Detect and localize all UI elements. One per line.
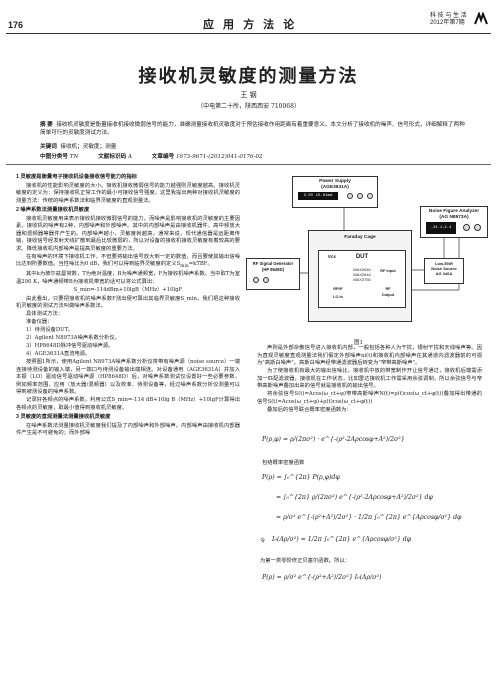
paragraph: 叠加后的信号联合概率密度函数为： xyxy=(267,406,352,413)
header-rule xyxy=(6,33,491,34)
subheading: 准备仪器： xyxy=(26,319,53,326)
paragraph: 记录好各频点的噪声系数，利用公式S_min=-114 dB+10lg B（MHz… xyxy=(16,397,240,411)
journal-section: 应 用 方 法 论 xyxy=(203,19,298,31)
paragraph-bessel: 为第一类零阶修正贝塞尔函数。所以： xyxy=(260,558,351,564)
equation-step-2: = ∫₀^{2π} ρ/(2πσ²) e^{-(ρ²-2Aρcosφ+A²)/2… xyxy=(276,494,433,501)
test-setup-figure: Power Supply (AGE3631A) 3.0V 15.01mA Noi… xyxy=(244,170,492,346)
section-heading-2: 2 噪声系数法测量接收机灵敏度 xyxy=(16,207,90,213)
list-item: 1）待测设备DUT。 xyxy=(26,327,74,334)
left-column: 1 灵敏度是衡量电子接收机设备接收信号能力的指标 接收机的性能影响灵敏度的大小。… xyxy=(16,172,240,438)
knob-icon xyxy=(474,224,481,231)
noise-figure-analyzer: Noise Figure Analyzer (AG N8973A) -24.1-… xyxy=(420,206,488,238)
list-item: 3）HP8648D脉冲信号驱动噪声源。 xyxy=(26,343,114,350)
paragraph-let: 令 xyxy=(260,538,266,544)
paper-affiliation: （中电第二十所，陕西西安 710068） xyxy=(197,103,300,110)
power-supply-display: 3.0V 15.01mA xyxy=(298,192,338,200)
paragraph: 在噪声系数法测量接收机灵敏度我们提及了内部噪声和外部噪声。内部噪声由接收机内部器… xyxy=(16,422,240,437)
knob-icon xyxy=(253,277,259,283)
list-item: 4）AGE3631A直流电源。 xyxy=(26,351,91,358)
paper-title: 接收机灵敏度的测量方法 xyxy=(138,66,359,87)
classification: 中图分类号 TN 文献标识码 A 文章编号 1673-9671-(2012)04… xyxy=(40,154,263,160)
analyzer-display: -24.1-2.4 xyxy=(426,222,456,234)
equation-step-3: = ρ/σ² e^{-(ρ²+A²)/2σ²} · 1/2π ∫₀^{2π} e… xyxy=(276,514,462,521)
equation-sensitivity: S_min=-114dBm+10lgB（MHz）+10lgF xyxy=(73,287,183,294)
knob-icon xyxy=(357,193,363,199)
section-heading-1: 1 灵敏度是衡量电子接收机设备接收信号能力的指标 xyxy=(16,174,137,180)
paper-author: 王 钢 xyxy=(240,91,257,99)
knob-icon xyxy=(367,193,373,199)
right-column: 声则是外部杂散信号进入接收机内部，一般包括各种人为干扰，银射干扰和天线噪声等。因… xyxy=(257,345,482,415)
paragraph-envelope: 包络概率密度函数 xyxy=(262,460,305,466)
page-header: 176 应 用 方 法 论 科 技 与 生 活 2012年第7期 xyxy=(0,0,497,36)
knob-icon xyxy=(463,224,470,231)
journal-logo-icon xyxy=(474,12,488,25)
figure-caption: 图1 xyxy=(354,340,363,346)
abstract: 摘 要 接收机灵敏度是衡量接收机接收微弱信号的能力，准确测量接收机灵敏度对于预估… xyxy=(40,122,465,136)
knob-icon xyxy=(347,193,353,199)
keywords: 关键词 接收机；灵敏度；测量 xyxy=(40,144,117,150)
noise-source: Low-ENR Noise Source AG 346A xyxy=(424,258,464,284)
equation-rician: P(ρ) = ρ/σ² e^{-(ρ²+A²)/2σ²} I₀(Aρ/σ²) xyxy=(262,574,382,581)
abstract-rule xyxy=(6,164,491,165)
paragraph: 在有噪声的环境下接收机工作，不但要将输出信号放大到一定的数值，而且要使其输出信噪… xyxy=(16,253,240,270)
equation-envelope-pdf: P(ρ) = ∫₀^{2π} P(ρ,φ)dφ xyxy=(262,474,340,481)
equation-joint-pdf: P(ρ,φ) = ρ/(2πσ²) · e^{-(ρ²-2Aρcosφ+A²)/… xyxy=(262,436,405,443)
paragraph: 接收机的性能影响灵敏度的大小。接收机接收微弱信号的能力越强则灵敏度越高。接收机灵… xyxy=(16,182,240,204)
issue-info: 科 技 与 生 活 2012年第7期 xyxy=(430,13,467,26)
dut-board: Vcc DUT MAX2640 MAX2644 MAX2750 RF Input… xyxy=(318,250,406,308)
paragraph: 其中k为玻尔兹曼常数，T为绝对温度，B为噪声通频宽，F为接收机噪声系数。当中取T… xyxy=(16,271,240,285)
list-item: 2）Agilent N8973A噪声系数分析仪。 xyxy=(26,335,120,342)
knob-icon xyxy=(263,277,269,283)
paragraph: 为了使接收机有最大的输出信噪比，接收机中放的带宽制作开让信号通过，接收机后端需添… xyxy=(257,368,482,389)
equation-bessel: I₀(Aρ/σ²) = 1/2π ∫₀^{2π} e^{Aρcosφ/σ²} d… xyxy=(272,536,412,543)
power-supply: Power Supply (AGE3631A) 3.0V 15.01mA xyxy=(292,176,378,208)
paragraph: 由此看出，只要把接收机的噪声系数F测出便可算出其临界灵敏度S_min。我们把这种… xyxy=(16,295,240,310)
paragraph: 声则是外部杂散信号进入接收机内部，一般包括各种人为干扰，银射干扰和天线噪声等。因… xyxy=(257,345,482,366)
rf-signal-generator: RF Signal Generator (HP 8648D) xyxy=(246,258,300,290)
paragraph: 按照图1所示，使用Agilent N8973A噪声系数分析仪将带有噪声源（noi… xyxy=(16,359,240,396)
paragraph: 将余弦信号S(t)=Acos(ω_ct+φ)窄带高斯噪声N(t)=ρ(t)cos… xyxy=(257,391,482,405)
section-heading-3: 3 灵敏度的直观测量法测量接收机灵敏度 xyxy=(16,414,111,421)
page-number: 176 xyxy=(8,20,24,30)
paragraph: 接收机灵敏度用来表示接收机接收微弱信号的能力。而噪声是影响接收机的灵敏度的主要因… xyxy=(16,215,240,252)
subheading: 具体测试方法： xyxy=(26,311,64,318)
